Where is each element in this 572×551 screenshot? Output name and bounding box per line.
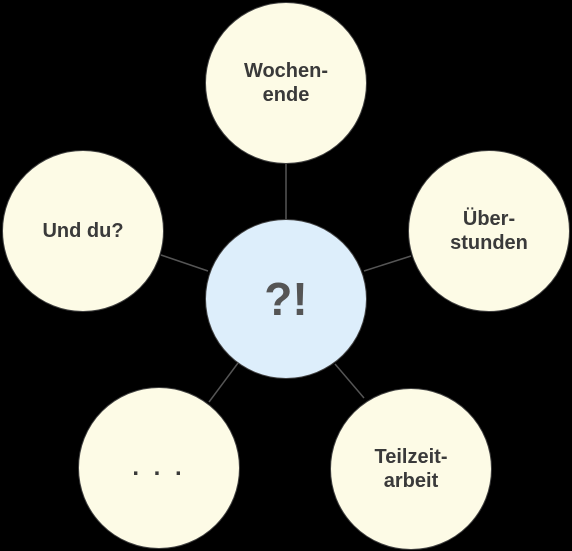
bubble-and-you: Und du? (2, 150, 164, 312)
connector-parttime (334, 363, 365, 399)
bubble-overtime: Über- stunden (408, 150, 570, 312)
bubble-weekend: Wochen- ende (205, 2, 367, 164)
connector-overtime (363, 255, 412, 272)
connector-and-you (160, 254, 209, 272)
connector-more (208, 362, 239, 403)
bubble-parttime: Teilzeit- arbeit (330, 388, 492, 550)
bubble-more: . . . (78, 387, 240, 549)
center-bubble: ?! (205, 219, 367, 379)
